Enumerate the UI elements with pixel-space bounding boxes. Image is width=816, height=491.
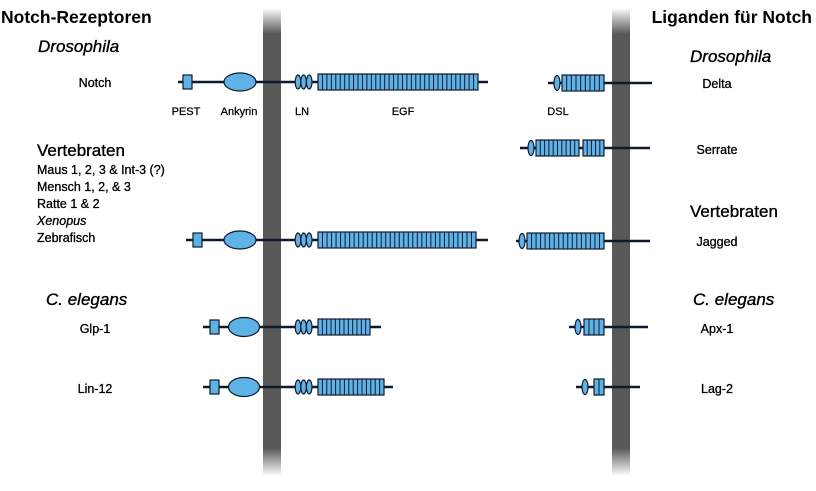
notch-receptor	[178, 72, 488, 92]
lin-12-ln-repeat	[305, 379, 313, 395]
serrate-egf-repeats	[582, 139, 605, 157]
ligand-group-drosophila: Drosophila	[690, 47, 772, 66]
vertebrate-notch-ln-repeat	[300, 232, 308, 248]
lin-12-ln-repeat	[294, 379, 302, 395]
glp-1-receptor	[203, 316, 381, 338]
delta-dsl-domain	[553, 74, 561, 92]
lin-12-ln-repeat	[300, 379, 308, 395]
vertebrate-notch-ankyrin-domain	[223, 230, 257, 250]
egf-repeat-dividers	[588, 319, 600, 335]
vertebrate-notch-ln-repeat	[305, 232, 313, 248]
ligand-name-serrate: Serrate	[696, 143, 738, 157]
notch-ln-repeat	[294, 74, 302, 90]
receptor-group-vertebrates: Vertebraten	[37, 141, 125, 160]
receptor-name-lin-12: Lin-12	[77, 382, 113, 396]
ligand-name-jagged: Jagged	[696, 235, 738, 249]
egf-repeat-dividers	[586, 140, 601, 156]
vertebrate-notch-pest-domain	[192, 232, 203, 248]
species-label: Zebrafisch	[37, 231, 96, 245]
egf-repeat-dividers	[531, 233, 600, 249]
delta-ligand	[548, 74, 652, 92]
delta-egf-repeats	[561, 74, 605, 92]
lin-12-pest-domain	[209, 379, 220, 395]
jagged-ligand	[516, 232, 650, 250]
ligand-group-c-elegans: C. elegans	[693, 290, 775, 309]
serrate-ligand	[520, 139, 650, 157]
ligand-group-vertebrates: Vertebraten	[690, 202, 778, 221]
domain-label-ankyrin: Ankyrin	[220, 106, 258, 118]
lin-12-ankyrin-domain	[227, 376, 261, 398]
notch-pest-domain	[182, 74, 193, 90]
apx-1-dsl-domain	[574, 318, 582, 336]
glp-1-ln-repeat	[300, 319, 308, 335]
egf-repeat-dividers	[321, 74, 475, 90]
vertebrate-notch-ln-repeat	[294, 232, 302, 248]
apx-1-ligand	[569, 318, 648, 336]
notch-ln-repeat	[305, 74, 313, 90]
ligand-name-lag-2: Lag-2	[701, 382, 733, 396]
jagged-dsl-domain	[518, 232, 526, 250]
species-label: Mensch 1, 2, & 3	[37, 180, 131, 194]
ligand-name-delta: Delta	[702, 77, 732, 91]
receptor-cell-membrane	[263, 8, 281, 476]
lin-12-receptor	[203, 376, 393, 398]
lag-2-ligand	[576, 378, 640, 396]
glp-1-ankyrin-domain	[227, 316, 261, 338]
egf-repeat-dividers	[321, 319, 367, 335]
receptor-name-glp-1: Glp-1	[79, 322, 111, 336]
domain-label-egf: EGF	[391, 106, 415, 118]
species-label: Xenopus	[37, 214, 87, 228]
egf-repeat-dividers	[539, 140, 576, 156]
lag-2-dsl-domain	[581, 378, 589, 396]
vertebrate-notch-receptor	[186, 230, 488, 250]
jagged-egf-repeats	[526, 232, 605, 250]
egf-repeat-dividers	[566, 75, 600, 91]
ligand-name-apx-1: Apx-1	[700, 322, 734, 336]
glp-1-ln-repeat	[305, 319, 313, 335]
egf-repeat-dividers	[321, 379, 381, 395]
receptor-group-c-elegans: C. elegans	[46, 290, 128, 309]
domain-label-dsl: DSL	[547, 106, 569, 118]
vertebrate-notch-egf-repeats	[317, 231, 477, 249]
ligands-header: Liganden für Notch	[651, 7, 812, 27]
glp-1-ln-repeat	[294, 319, 302, 335]
domain-label-pest: PEST	[171, 106, 201, 118]
domain-label-ln: LN	[294, 106, 310, 118]
lin-12-egf-repeats	[317, 378, 385, 396]
notch-ankyrin-domain	[223, 72, 257, 92]
serrate-dsl-domain	[527, 139, 535, 157]
species-label: Maus 1, 2, 3 & Int-3 (?)	[37, 163, 165, 177]
notch-ln-repeat	[300, 74, 308, 90]
receptors-header: Notch-Rezeptoren	[1, 7, 152, 27]
species-label: Ratte 1 & 2	[37, 197, 100, 211]
egf-repeat-dividers	[322, 232, 472, 248]
receptor-group-drosophila: Drosophila	[38, 37, 120, 56]
receptor-name-notch: Notch	[78, 76, 112, 90]
glp-1-pest-domain	[209, 319, 220, 335]
